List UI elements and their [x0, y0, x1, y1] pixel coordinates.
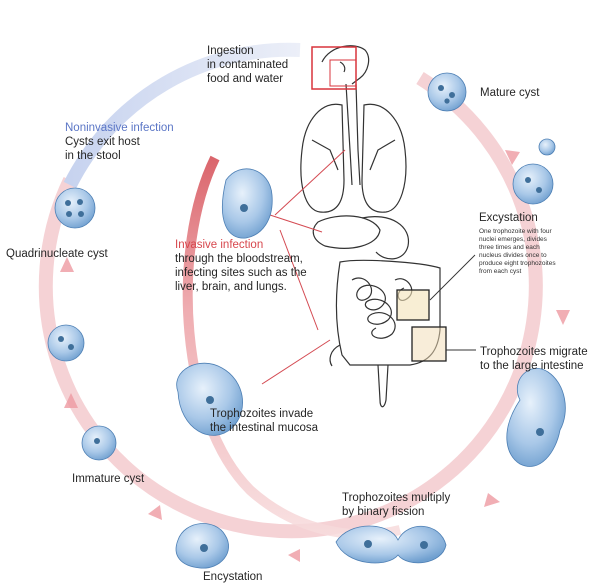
immature-cyst-label: Immature cyst [72, 472, 144, 486]
invade-label: Trophozoites invade the intestinal mucos… [210, 407, 318, 435]
excystation-desc-1: One trophozoite with four [479, 228, 556, 236]
ingestion-line-2: in contaminated [207, 58, 288, 72]
excystation-label: Excystation [479, 211, 538, 225]
mouth-box-red [312, 47, 356, 89]
multiply-label: Trophozoites multiply by binary fission [342, 491, 450, 519]
excystation-description: One trophozoite with four nuclei emerges… [479, 228, 556, 276]
migrate-label: Trophozoites migrate to the large intest… [480, 345, 588, 373]
noninvasive-line-1: Cysts exit host [65, 135, 174, 149]
excystation-cell [513, 164, 553, 204]
migrate-line-1: Trophozoites migrate [480, 345, 588, 359]
ingestion-line-1: Ingestion [207, 44, 288, 58]
noninvasive-label: Noninvasive infection Cysts exit host in… [65, 121, 174, 163]
invade-line-2: the intestinal mucosa [210, 421, 318, 435]
excystation-desc-5: produce eight trophozoites [479, 260, 556, 268]
invasive-line-3: liver, brain, and lungs. [175, 280, 307, 294]
multiply-line-1: Trophozoites multiply [342, 491, 450, 505]
excystation-desc-2: nuclei emerges, divides [479, 236, 556, 244]
excystation-title: Excystation [479, 211, 538, 225]
invasive-label: Invasive infection through the bloodstre… [175, 238, 307, 294]
invade-line-1: Trophozoites invade [210, 407, 318, 421]
invasive-line-1: through the bloodstream, [175, 252, 307, 266]
noninvasive-title: Noninvasive infection [65, 121, 174, 135]
binucleate-cyst-cell [48, 325, 84, 361]
immature-cyst-text: Immature cyst [72, 472, 144, 486]
excystation-desc-6: from each cyst [479, 268, 556, 276]
invasive-line-2: infecting sites such as the [175, 266, 307, 280]
ingestion-line-3: food and water [207, 72, 288, 86]
mature-cyst-label: Mature cyst [480, 86, 539, 100]
encystation-text: Encystation [203, 570, 262, 584]
quadrinucleate-label: Quadrinucleate cyst [6, 247, 108, 261]
excystation-desc-3: three times and each [479, 244, 556, 252]
invasive-title: Invasive infection [175, 238, 307, 252]
ingestion-label: Ingestion in contaminated food and water [207, 44, 288, 86]
multiply-line-2: by binary fission [342, 505, 450, 519]
quadrinucleate-cyst-cell [55, 188, 95, 228]
mature-cyst-cell [428, 73, 466, 111]
migrate-line-2: to the large intestine [480, 359, 588, 373]
intestine-box-1 [397, 290, 429, 320]
invasive-arc [188, 158, 400, 534]
encystation-label: Encystation [203, 570, 262, 584]
invasive-trophozoite-cell [222, 169, 272, 238]
intestine-box-2 [412, 327, 446, 361]
binary-fission-cells [336, 526, 446, 563]
excystation-desc-4: nucleus divides once to [479, 252, 556, 260]
quadrinucleate-text: Quadrinucleate cyst [6, 247, 108, 261]
mature-cyst-text: Mature cyst [480, 86, 539, 100]
noninvasive-line-2: in the stool [65, 149, 174, 163]
